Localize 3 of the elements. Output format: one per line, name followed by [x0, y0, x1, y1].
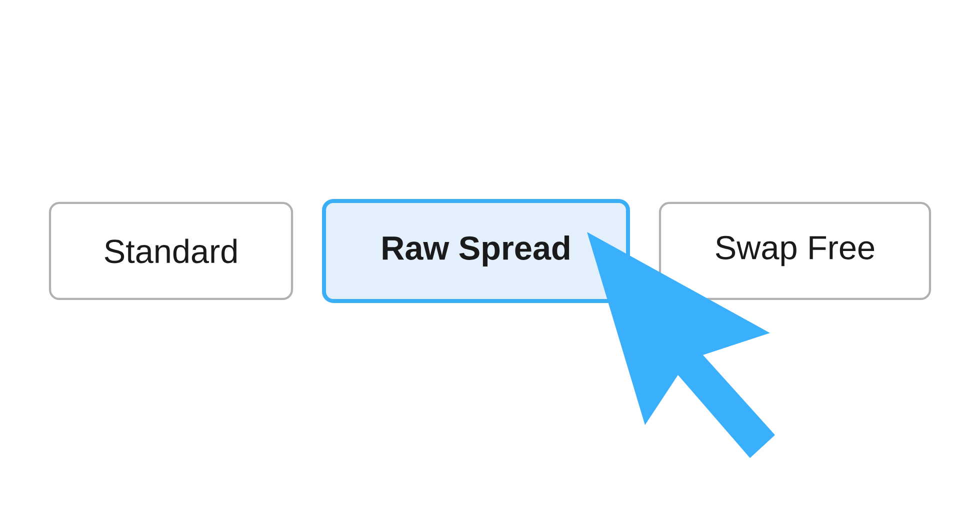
option-button: Swap Free [658, 202, 932, 300]
option-button: Standard [48, 202, 294, 300]
selected-button: Raw Spread [322, 199, 630, 303]
